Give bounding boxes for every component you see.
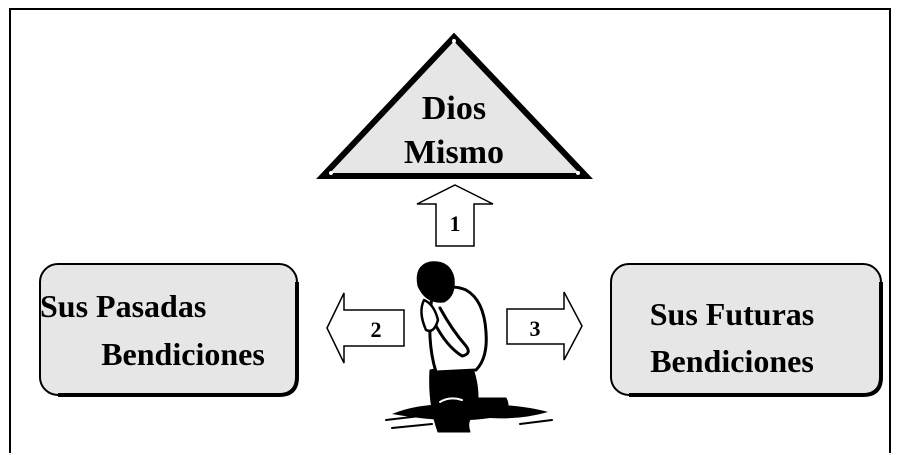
arrow-right-number: 3: [530, 316, 541, 341]
past-blessings-line2: Bendiciones: [101, 336, 265, 372]
triangle-label-line2: Mismo: [404, 134, 504, 171]
past-blessings-line1: Sus Pasadas: [40, 288, 206, 324]
praying-person-image: [385, 261, 553, 433]
arrow-right-3: 3: [506, 291, 583, 361]
arrow-up-number: 1: [450, 211, 461, 236]
past-blessings-box: Sus Pasadas Bendiciones: [39, 263, 299, 397]
arrow-up-1: 1: [416, 184, 494, 247]
triangle-label-line1: Dios: [422, 90, 486, 127]
arrow-left-number: 2: [371, 317, 382, 342]
god-triangle: Dios Mismo: [316, 32, 593, 179]
future-blessings-box: Sus Futuras Bendiciones: [610, 263, 883, 397]
future-blessings-line2: Bendiciones: [650, 343, 814, 379]
arrow-left-2: 2: [326, 292, 405, 364]
future-blessings-line1: Sus Futuras: [650, 296, 815, 332]
